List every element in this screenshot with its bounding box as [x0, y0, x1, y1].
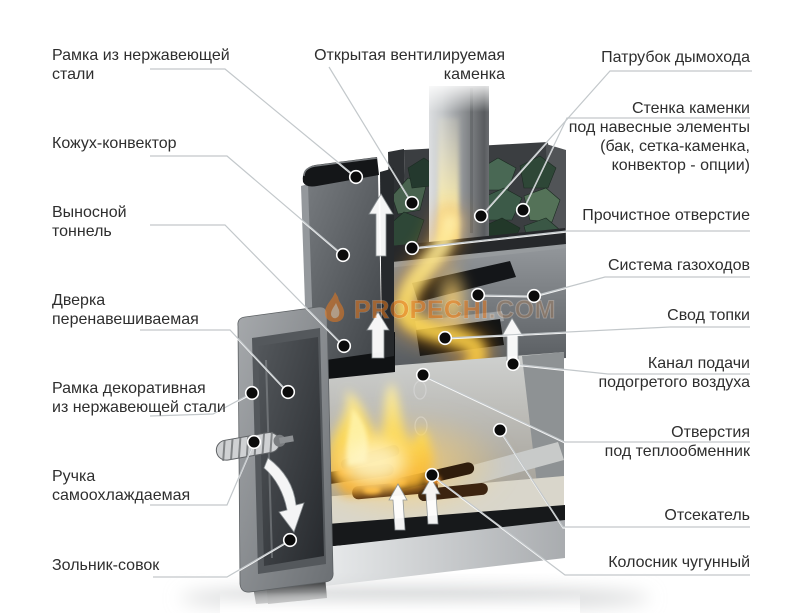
callout-dot	[526, 288, 542, 304]
air-up-arrow	[388, 483, 408, 531]
callout-dot	[404, 195, 420, 211]
callout-dot	[473, 208, 489, 224]
leader-line	[422, 374, 750, 443]
flow-arrows	[263, 193, 524, 533]
convector-cap-highlight	[303, 157, 378, 177]
label-convector-casing: Кожух-конвектор	[52, 135, 177, 152]
label-extended-tunnel: Выносной тоннель	[52, 204, 127, 240]
leader-line	[431, 474, 750, 576]
leader-line	[411, 230, 750, 249]
leader-line	[150, 224, 345, 347]
door-panel	[258, 337, 324, 566]
air-up-arrow	[421, 477, 441, 525]
air-up-arrow	[366, 311, 390, 359]
leader-line	[499, 429, 750, 528]
flame-core	[342, 440, 406, 484]
callout-dot	[246, 434, 262, 450]
stone	[519, 155, 557, 189]
stone	[523, 187, 561, 223]
leader-line	[153, 539, 291, 578]
callout-dot	[470, 287, 486, 303]
label-cast-iron-grate: Колосник чугунный	[608, 554, 750, 571]
callout-dot	[336, 338, 352, 354]
leader-line	[150, 68, 357, 178]
watermark: PROPECHI.COM	[324, 292, 556, 325]
leader-line	[444, 326, 750, 339]
label-flame-splitter: Отсекатель	[664, 507, 750, 524]
callout-dot	[280, 384, 296, 400]
label-reversible-door: Дверка перенавешиваемая	[52, 292, 199, 328]
leader-line	[477, 276, 750, 297]
callout-dot	[424, 467, 440, 483]
firebox-flames	[329, 382, 433, 495]
callout-dot	[415, 367, 431, 383]
pipe-seam	[470, 88, 473, 233]
leader-line	[149, 392, 253, 417]
leader-lines	[140, 66, 752, 578]
callout-dot	[515, 202, 531, 218]
leader-line	[328, 66, 413, 204]
callout-dot	[492, 422, 508, 438]
callout-dot	[437, 330, 453, 346]
leader-line	[140, 329, 289, 393]
bottom-fade	[220, 592, 580, 613]
callout-dot	[244, 385, 260, 401]
leader-line	[150, 155, 344, 256]
flame-icon	[324, 292, 345, 322]
callout-dot	[335, 247, 351, 263]
callout-dots	[244, 169, 542, 548]
label-ash-pan-scoop: Зольник-совок	[52, 557, 160, 574]
label-heater-wall-options: Стенка каменки под навесные элементы (ба…	[568, 100, 750, 174]
flame-icon-inner	[331, 303, 340, 319]
label-flue-system: Система газоходов	[607, 257, 750, 274]
leader-line	[512, 363, 750, 375]
label-heated-air-channel: Канал подачи подогретого воздуха	[598, 355, 751, 391]
label-decorative-frame: Рамка декоративная из нержавеющей стали	[52, 380, 226, 416]
label-self-cooling-handle: Ручка самоохлаждаемая	[52, 468, 191, 504]
callout-dot	[282, 532, 298, 548]
label-open-ventilated-heater: Открытая вентилируемая каменка	[314, 47, 505, 83]
label-firebox-roof: Свод топки	[667, 307, 750, 324]
self-cooling-handle	[215, 431, 294, 461]
watermark-text: PROPECHI.COM	[354, 296, 556, 324]
label-chimney-pipe: Патрубок дымохода	[601, 49, 750, 66]
callout-dot	[348, 169, 364, 185]
leader-line	[480, 70, 752, 217]
slot-glow	[432, 262, 472, 338]
base-front-band	[300, 520, 565, 588]
label-stainless-frame: Рамка из нержавеющей стали	[52, 47, 230, 83]
callout-dot	[505, 356, 521, 372]
air-up-arrow	[368, 193, 394, 257]
callout-dot	[404, 240, 420, 256]
leader-line	[522, 117, 750, 211]
air-down-curve-arrow	[263, 457, 305, 533]
label-cleaning-hole: Прочистное отверстие	[582, 207, 750, 224]
label-heat-exchanger-holes: Отверстия под теплообменник	[604, 424, 750, 460]
leader-line	[150, 441, 255, 506]
door-assembly	[215, 306, 334, 593]
